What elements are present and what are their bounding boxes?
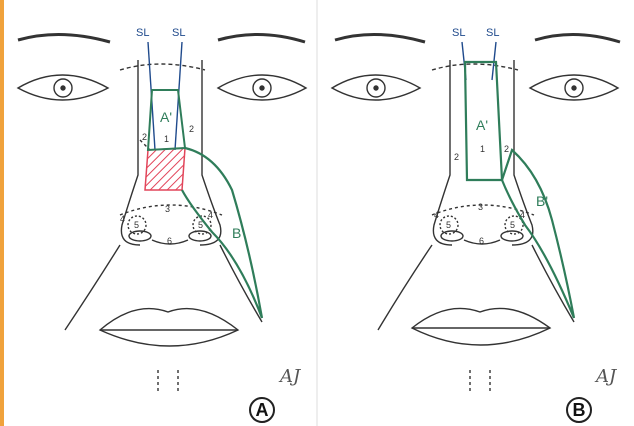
panel-b-flap-a-label: A'	[476, 117, 488, 133]
panel-a-zone-2-right: 2	[189, 124, 194, 134]
panel-a-flap-a-label: A'	[160, 109, 172, 125]
right-eyebrow	[535, 34, 620, 42]
lips	[100, 309, 238, 346]
panel-b-signature: AJ	[596, 366, 616, 387]
left-eyebrow	[335, 34, 425, 42]
panel-b-sl-right-label: SL	[486, 27, 499, 39]
panel-a-signature: AJ	[280, 366, 300, 387]
panel-a-zone-2-left: 2	[142, 132, 147, 142]
left-cheek-line	[65, 245, 120, 330]
panel-a-flap-b	[182, 148, 262, 318]
panel-a-badge: A	[249, 397, 275, 423]
panel-b-sl-left-label: SL	[452, 27, 465, 39]
panel-a-zone-1: 1	[164, 134, 169, 144]
panel-b-flap-b-label: B'	[536, 193, 548, 209]
panel-b-zone-3: 3	[478, 202, 483, 212]
panel-b-badge: B	[566, 397, 592, 423]
panel-b-zone-5-right: 5	[510, 220, 515, 230]
panel-b-zone-1: 1	[480, 144, 485, 154]
panel-b-drawing	[332, 34, 620, 392]
panel-b-zone-2-right: 2	[504, 144, 509, 154]
panel-a-sl-left-label: SL	[136, 27, 149, 39]
panel-a-zone-4-left: 4	[120, 214, 125, 224]
left-eyebrow	[18, 34, 110, 42]
tip-dashed-line	[120, 205, 222, 215]
panel-b-zone-2-left: 2	[454, 152, 459, 162]
panel-b-zone-6: 6	[479, 236, 484, 246]
panel-b-zone-4-right: 4	[520, 210, 525, 220]
panel-b-zone-4-left: 4	[434, 210, 439, 220]
panel-a-sl-right-label: SL	[172, 27, 185, 39]
right-eyebrow	[218, 34, 305, 42]
radix-dashed-line	[120, 64, 205, 70]
panel-a-zone-4-right: 4	[208, 210, 213, 220]
panel-b-flap-b	[502, 150, 574, 318]
panel-b-zone-5-left: 5	[446, 220, 451, 230]
panel-a-zone-6: 6	[167, 236, 172, 246]
panel-a-drawing	[18, 34, 306, 392]
panel-a-flap-b-label: B'	[232, 225, 244, 241]
panel-a-zone-5-right: 5	[198, 220, 203, 230]
panel-a-zone-5-left: 5	[134, 220, 139, 230]
panel-a-defect-hatched	[145, 148, 185, 190]
panel-a-zone-3: 3	[165, 204, 170, 214]
